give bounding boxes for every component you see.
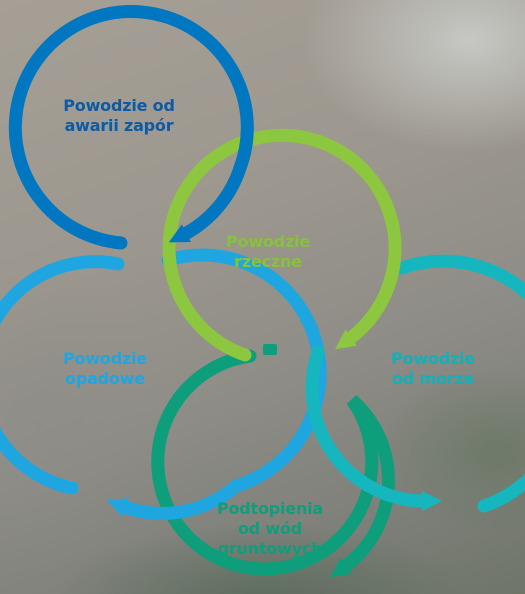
label-groundwater: Podtopienia od wód gruntowych xyxy=(216,499,324,558)
ring-dam-failure xyxy=(8,4,254,250)
ring-sea-right-arc xyxy=(395,254,525,513)
label-dam-failure: Powodzie od awarii zapór xyxy=(63,96,175,135)
ring-sea xyxy=(305,345,442,512)
label-river: Powodzie rzeczne xyxy=(226,232,310,271)
center-connector xyxy=(263,344,277,355)
ring-groundwater xyxy=(151,349,395,578)
label-rainfall: Powodzie opadowe xyxy=(63,349,147,388)
label-sea: Powodzie od morza xyxy=(391,349,475,388)
ring-river xyxy=(162,128,402,362)
ring-rainfall-left-arc xyxy=(0,255,125,495)
